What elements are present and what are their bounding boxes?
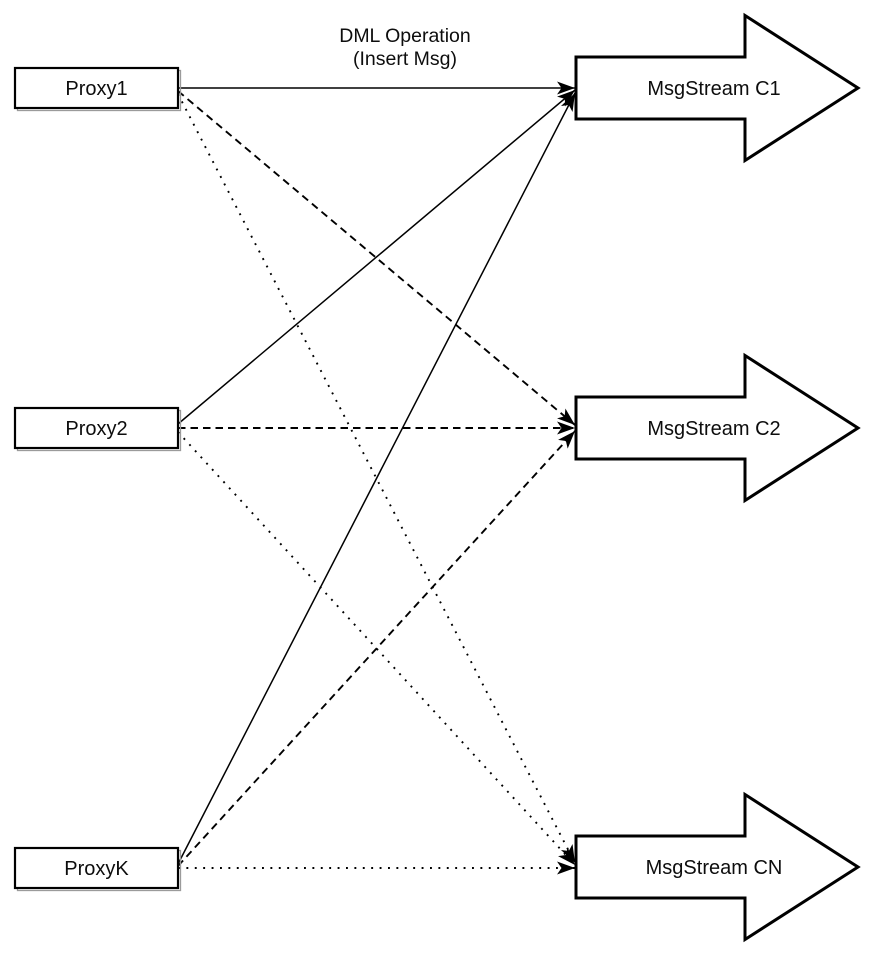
edge-proxy1-to-cn xyxy=(177,93,576,864)
node-msgstream-cn: MsgStream CN xyxy=(574,791,861,943)
msgstream-c2-arrow-shape xyxy=(574,352,861,504)
msgstream-c2-label: MsgStream C2 xyxy=(647,418,780,440)
annotation-line2: (Insert Msg) xyxy=(353,48,457,70)
edges xyxy=(177,81,576,875)
node-msgstream-c2: MsgStream C2 xyxy=(574,352,861,504)
node-msgstream-c1: MsgStream C1 xyxy=(574,12,861,164)
edge-proxyk-to-c1 xyxy=(177,92,576,865)
node-proxy1: Proxy1 xyxy=(13,66,182,112)
annotation: DML Operation (Insert Msg) xyxy=(339,25,471,70)
proxyk-label: ProxyK xyxy=(64,858,129,880)
msgstream-cn-label: MsgStream CN xyxy=(646,857,783,879)
msgstream-cn-arrow-shape xyxy=(574,791,861,943)
edge-proxyk-to-c2 xyxy=(177,430,576,867)
msgstream-c1-arrow-shape xyxy=(574,12,861,164)
edge-proxy1-to-c2 xyxy=(177,90,576,426)
annotation-line1: DML Operation xyxy=(339,25,471,47)
node-proxy2: Proxy2 xyxy=(13,406,182,452)
msgstream-c1-label: MsgStream C1 xyxy=(647,78,780,100)
proxy2-label: Proxy2 xyxy=(65,418,127,440)
proxyk-box xyxy=(13,846,180,890)
proxy1-label: Proxy1 xyxy=(65,78,127,100)
node-proxyk: ProxyK xyxy=(13,846,182,892)
edge-proxy2-to-c1 xyxy=(177,89,576,425)
proxy1-box xyxy=(13,66,180,110)
proxy2-box xyxy=(13,406,180,450)
